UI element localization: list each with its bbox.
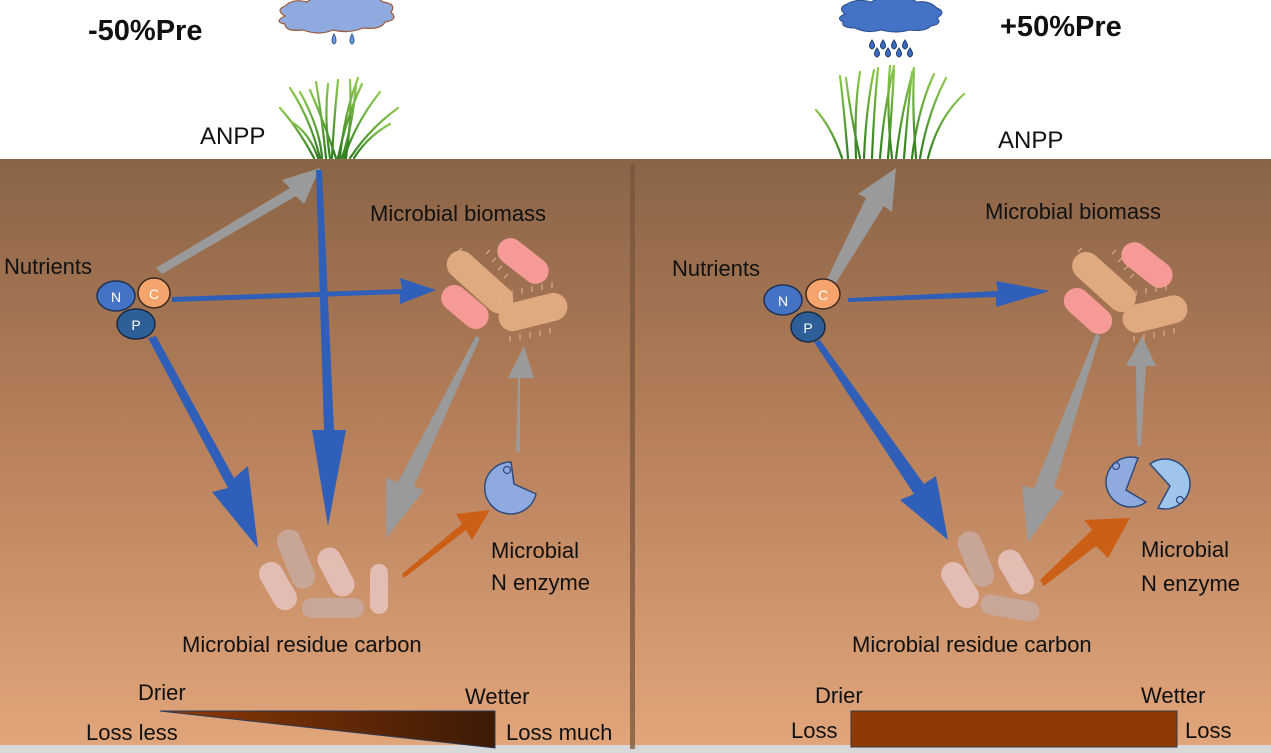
residue-label: Microbial residue carbon [852,632,1092,657]
arrow-nutrients-to-anpp [818,168,896,302]
legend-loss-right-label: Loss [1185,718,1231,743]
arrow-residue-to-enzyme [402,510,490,578]
biomass-label: Microbial biomass [985,199,1161,224]
nutrient-c-label: C [818,287,828,303]
cloud-heavy-rain-icon [839,0,943,58]
legend-drier-label: Drier [815,683,863,708]
residue-fragments-icon [941,531,1040,622]
panel-title: +50%Pre [1000,11,1122,43]
residue-fragments-icon [259,529,388,618]
arrow-biomass-to-residue [386,336,480,538]
panel-wet: +50%Pre ANPP Nutrients [672,0,1240,748]
arrow-residue-to-enzyme [1040,518,1130,586]
nutrient-c-icon [137,277,171,309]
arrow-nutrients-to-residue [814,340,948,540]
nutrients-label: Nutrients [4,254,92,279]
nutrient-c-icon [805,278,841,310]
nutrient-p-label: P [131,317,140,333]
enzyme-icon [1148,458,1191,510]
panel-divider [630,164,635,749]
biomass-label: Microbial biomass [370,201,546,226]
nutrient-cluster: N C P [96,277,171,340]
enzyme-label-line2: N enzyme [1141,571,1240,596]
nutrient-n-label: N [111,289,121,305]
nutrient-n-icon [763,284,803,316]
residue-label: Microbial residue carbon [182,632,422,657]
panel-drought: -50%Pre ANPP Nutrients N C [4,0,612,749]
nutrients-label: Nutrients [672,256,760,281]
loss-bar-indicator [850,710,1178,748]
nutrient-cluster: N C P [763,278,841,343]
nutrient-c-label: C [149,286,159,302]
arrow-nutrients-to-biomass [848,281,1050,307]
enzyme-label-line2: N enzyme [491,570,590,595]
arrow-nutrients-to-biomass [172,278,436,304]
arrow-anpp-to-residue [312,170,346,526]
legend-wetter-label: Wetter [465,684,529,709]
anpp-label: ANPP [998,127,1063,154]
grass-icon [814,64,966,160]
arrow-enzyme-to-biomass [1126,336,1156,446]
arrow-nutrients-to-residue [148,336,258,548]
loss-wedge-indicator [159,710,496,749]
bottom-strip [0,745,1271,753]
legend-loss-less-label: Loss less [86,720,178,745]
enzyme-label-line1: Microbial [491,538,579,563]
nutrient-n-icon [96,280,136,312]
enzyme-icon [483,461,537,515]
arrow-biomass-to-residue [1022,334,1100,542]
bacteria-cluster-icon [1063,242,1188,342]
legend-drier-label: Drier [138,680,186,705]
nutrient-p-icon [116,308,156,340]
enzyme-icon [1105,456,1148,508]
nutrient-n-label: N [778,293,788,309]
legend-wetter-label: Wetter [1141,683,1205,708]
grass-icon [278,76,400,160]
arrow-enzyme-to-biomass [508,346,534,452]
anpp-label: ANPP [200,123,265,150]
nutrient-p-icon [790,311,826,343]
legend-loss-much-label: Loss much [506,720,612,745]
bacteria-cluster-icon [441,238,568,342]
cloud-light-rain-icon [278,0,395,45]
legend-loss-left-label: Loss [791,718,837,743]
nutrient-p-label: P [803,320,812,336]
enzyme-label-line1: Microbial [1141,537,1229,562]
arrow-nutrients-to-anpp [156,168,320,274]
panel-title: -50%Pre [88,15,202,47]
